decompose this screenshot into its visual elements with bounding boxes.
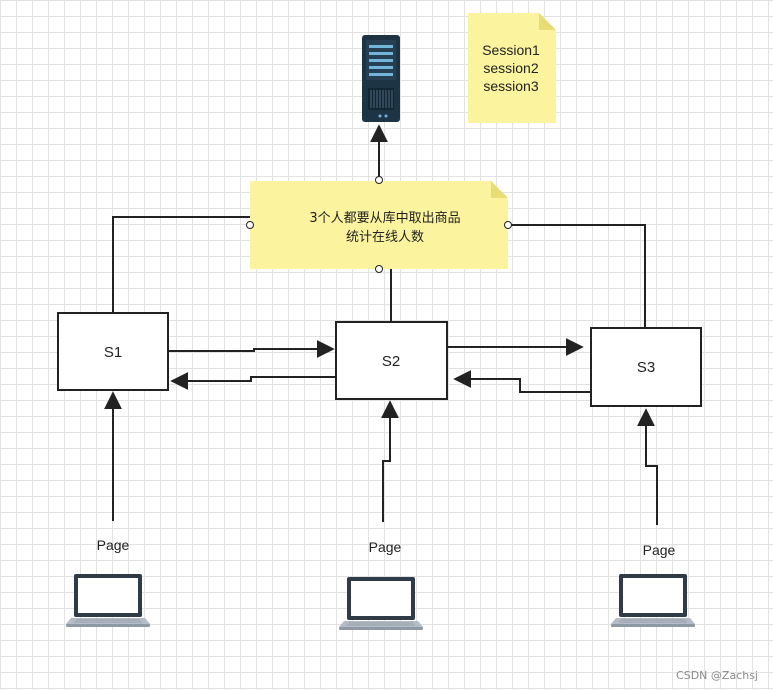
page3-to-s3-arrow: [637, 408, 658, 525]
page2-to-s2-arrow: [381, 400, 399, 522]
server-label-s1: S1: [104, 344, 122, 361]
laptop-icon: [339, 577, 423, 630]
server-box-s1: S1: [57, 312, 169, 391]
s3-to-s2-arrow: [453, 370, 591, 393]
note-line-1: 3个人都要从库中取出商品: [309, 210, 460, 226]
connectors: [104, 124, 658, 525]
session-line-3: session3: [483, 78, 538, 94]
watermark: CSDN @Zachsj: [676, 669, 758, 682]
s3-to-note-line: [508, 224, 646, 328]
center-note: 3个人都要从库中取出商品 统计在线人数: [250, 181, 508, 269]
note-line-2: 统计在线人数: [346, 230, 424, 245]
s1-to-note-line: [112, 216, 250, 313]
server-label-s2: S2: [382, 353, 400, 370]
page-label-2: Page: [369, 539, 402, 555]
server-box-s3: S3: [590, 327, 702, 407]
database-server-icon: [362, 35, 400, 122]
page-label-3: Page: [643, 542, 676, 558]
laptop-icon: [611, 574, 695, 627]
session-line-1: Session1: [482, 42, 540, 58]
s1-to-s2-arrow: [168, 340, 335, 358]
server-box-s2: S2: [335, 321, 448, 400]
s2-to-s1-arrow: [170, 372, 336, 390]
laptop-icon: [66, 574, 150, 627]
session-sticky-note: Session1 session2 session3: [468, 13, 556, 123]
session-line-2: session2: [483, 60, 538, 76]
note-connection-points: [246, 176, 512, 273]
server-label-s3: S3: [637, 359, 655, 376]
page-label-1: Page: [97, 537, 130, 553]
